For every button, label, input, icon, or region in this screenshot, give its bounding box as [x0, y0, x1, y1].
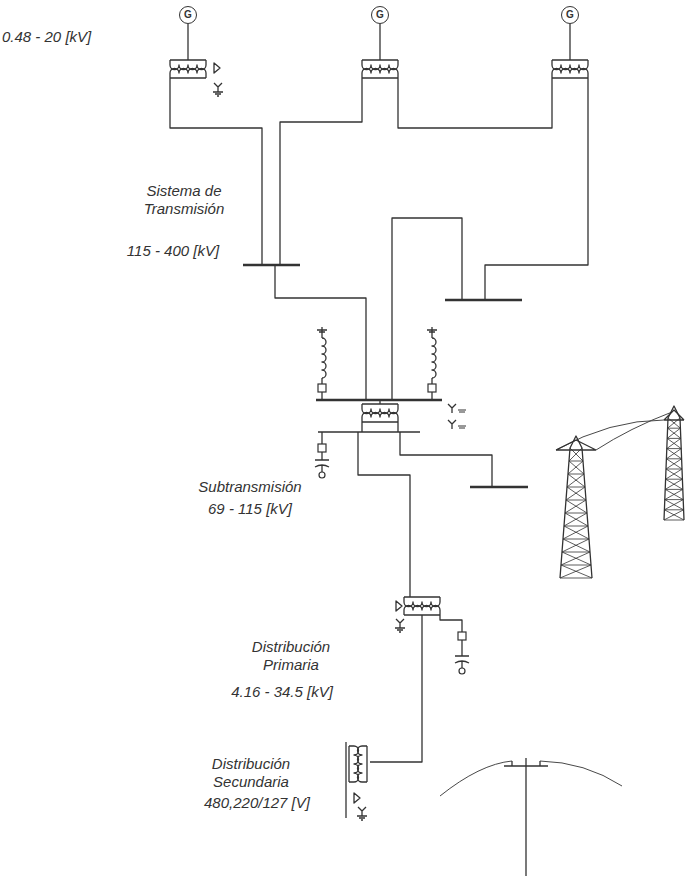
- wire: [321, 432, 322, 444]
- capacitor-symbol: [455, 656, 469, 668]
- ground-mark: [458, 426, 466, 428]
- primary-distribution-line: [370, 615, 422, 762]
- ground-symbol: [317, 327, 327, 338]
- subtransmission-line: [358, 432, 410, 597]
- voltage-label: 115 - 400 [kV]: [104, 242, 242, 260]
- wire: [379, 24, 380, 60]
- generator-letter: G: [184, 10, 192, 20]
- tower-arm: [556, 440, 596, 450]
- voltage-label: 69 - 115 [kV]: [180, 500, 320, 518]
- wire: [187, 24, 188, 60]
- breaker-symbol: [458, 632, 466, 640]
- wire: [345, 742, 346, 818]
- delta-symbol: [396, 601, 402, 611]
- bus-bar: [243, 264, 300, 266]
- wire: [569, 24, 570, 60]
- transformer-lead: [362, 746, 367, 782]
- transformer-lead: [349, 746, 354, 782]
- transformer-lead: [362, 417, 398, 422]
- bus-bar: [470, 486, 528, 488]
- transformer-winding: [404, 606, 440, 611]
- transmission-line: [170, 78, 262, 265]
- transformer-lead: [170, 60, 206, 65]
- transformer-winding: [552, 69, 588, 73]
- delta-symbol: [354, 793, 360, 803]
- level-name: Sistema de Transmisión: [128, 182, 240, 218]
- transformer-lead: [552, 60, 588, 65]
- transmission-line: [485, 78, 588, 300]
- transformer-lead: [362, 73, 398, 78]
- transformer-winding: [362, 69, 398, 73]
- transformer-lead: [404, 597, 440, 602]
- tower-lattice: [560, 448, 592, 578]
- capacitor-terminal: [459, 668, 465, 674]
- transformer-lead: [404, 610, 440, 615]
- transformer-winding: [354, 746, 359, 782]
- ground-symbol: [427, 327, 437, 338]
- breaker-symbol: [318, 384, 326, 392]
- transformer-lead: [170, 73, 206, 78]
- capacitor-terminal: [319, 472, 325, 478]
- wye-ground-symbol: [395, 619, 405, 632]
- wye-ground-symbol: [357, 807, 367, 820]
- transmission-line: [398, 78, 552, 128]
- wye-symbol: [448, 420, 456, 429]
- breaker-symbol: [428, 384, 436, 392]
- secondary-transformer: [349, 746, 367, 782]
- transformer-winding: [170, 69, 206, 73]
- transmission-line: [275, 265, 366, 400]
- transformer-lead: [552, 73, 588, 78]
- wire: [318, 422, 420, 432]
- generator-letter: G: [376, 10, 384, 20]
- bus-bar: [316, 399, 442, 401]
- pole: [504, 758, 548, 876]
- delta-symbol: [214, 63, 220, 73]
- bus-bar: [445, 299, 522, 301]
- tower-frame: [664, 406, 684, 520]
- voltage-label: 4.16 - 34.5 [kV]: [212, 683, 352, 701]
- transformer-winding: [362, 413, 398, 418]
- transformer-lead: [362, 404, 398, 409]
- transformer-lead: [362, 60, 398, 65]
- subtransmission-line: [400, 432, 492, 487]
- conductor: [440, 761, 622, 796]
- wire: [431, 378, 432, 384]
- level-name: Distribución Primaria: [232, 638, 350, 674]
- generator-circle: G: [561, 6, 579, 24]
- level-name: Distribución Secundaria: [192, 755, 310, 791]
- wire: [461, 640, 462, 656]
- tower-lattice: [664, 418, 684, 520]
- tower-frame: [560, 436, 592, 578]
- transmission-line: [392, 218, 462, 400]
- wire: [321, 378, 322, 384]
- reactor-coil: [432, 338, 436, 378]
- ground-mark: [458, 410, 466, 412]
- wye-symbol: [448, 404, 456, 413]
- wire: [379, 400, 380, 404]
- reactor-coil: [322, 338, 326, 378]
- generator-circle: G: [179, 6, 197, 24]
- conductor: [556, 412, 672, 450]
- wire: [440, 615, 462, 632]
- transmission-line: [280, 78, 362, 265]
- voltage-label: 0.48 - 20 [kV]: [2, 28, 152, 46]
- generator-letter: G: [566, 10, 574, 20]
- wye-ground-symbol: [213, 83, 223, 96]
- voltage-label: Subtransmisión: [180, 478, 320, 496]
- generator-circle: G: [371, 6, 389, 24]
- voltage-label: 480,220/127 [V]: [190, 794, 324, 812]
- wire: [321, 452, 322, 460]
- breaker-symbol: [318, 444, 326, 452]
- tower-arm: [664, 410, 684, 420]
- capacitor-symbol: [315, 460, 329, 472]
